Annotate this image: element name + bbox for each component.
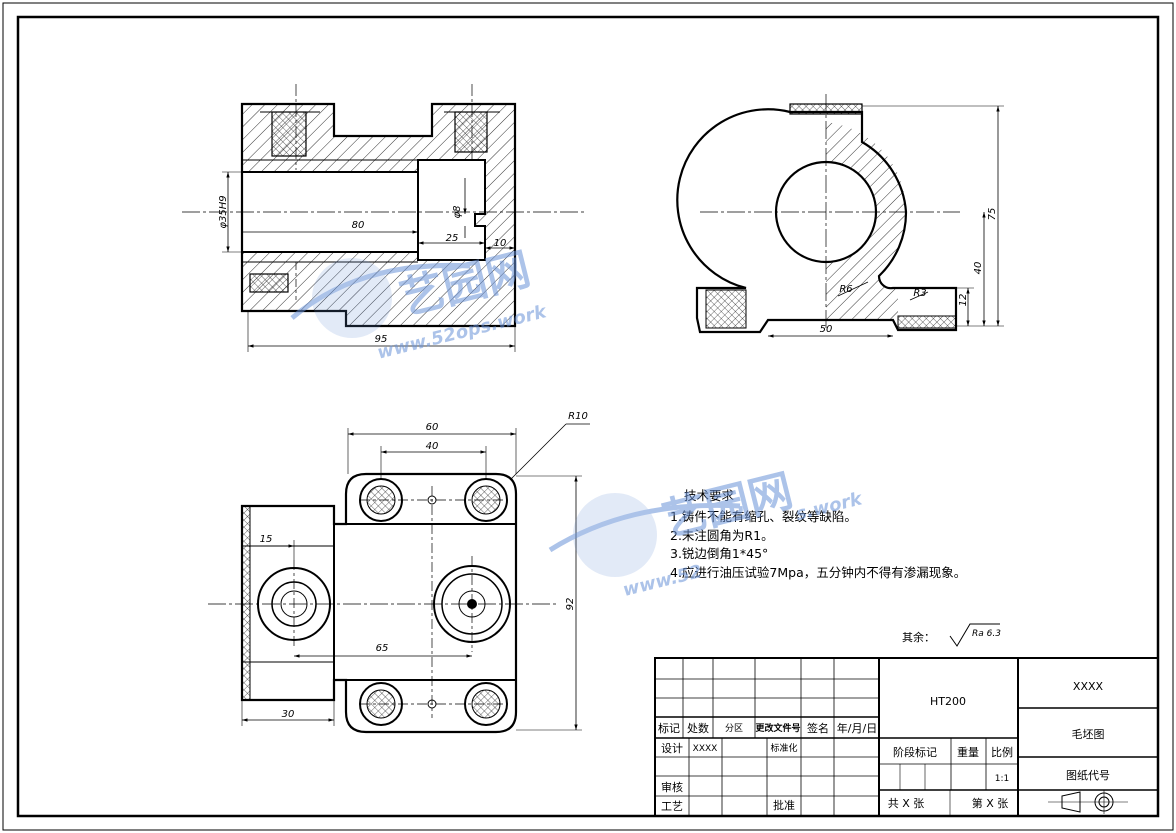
tb-scale-label: 比例 — [991, 745, 1013, 759]
sheet-inner-border — [16, 15, 1160, 818]
bolt-hole-bottom-right — [464, 682, 508, 726]
tb-header-change-doc: 更改文件号 — [755, 722, 800, 734]
title-block-text: 标记 处数 分区 更改文件号 签名 年/月/日 设计 XXXX 标准化 审核 工… — [658, 680, 1128, 814]
tb-header-count: 处数 — [687, 722, 709, 735]
tb-header-zone: 分区 — [725, 723, 743, 734]
leader-r10 — [509, 423, 567, 481]
side-left-foot-hole — [705, 289, 747, 329]
dim-30-label: 30 — [282, 709, 295, 720]
front-section-hatch — [242, 104, 515, 243]
dim-92-label: 92 — [565, 598, 576, 611]
bottom-bolt-hole — [249, 273, 289, 293]
front-section-view: φ35H9 80 25 10 φ8 95 — [182, 84, 585, 352]
top-view: R10 60 40 15 65 30 92 — [208, 411, 590, 734]
dim-40-label: 40 — [973, 262, 984, 275]
roughness-symbol-icon — [949, 623, 1000, 647]
tb-header-sign: 签名 — [807, 721, 829, 735]
tb-review-label: 审核 — [661, 780, 683, 794]
surface-finish-label: 其余： — [902, 630, 935, 644]
top-bolt-hole-right — [454, 111, 488, 153]
tb-material: HT200 — [930, 695, 966, 708]
front-section-outline — [240, 102, 517, 328]
tb-header-date: 年/月/日 — [837, 721, 877, 735]
top-bolt-hole-left — [271, 111, 307, 157]
tb-design-label: 设计 — [661, 742, 683, 755]
dim-12-label: 12 — [958, 294, 969, 307]
tb-approve-label: 批准 — [773, 798, 795, 812]
dim-50-label: 50 — [820, 324, 833, 335]
dim-r3-label: R3 — [913, 288, 926, 299]
side-section-hatch — [826, 122, 907, 320]
top-view-left-strip — [241, 505, 251, 701]
surface-finish-value: Ra 6.3 — [972, 629, 1001, 639]
tb-standardize-label: 标准化 — [770, 742, 797, 754]
dim-95-label: 95 — [375, 334, 388, 345]
tech-req-item-2: 2.未注圆角为R1。 — [670, 528, 774, 543]
tb-header-mark: 标记 — [658, 721, 680, 735]
dim-r10-label: R10 — [568, 411, 588, 422]
watermark-globe-icon-2 — [548, 493, 741, 577]
side-view: 75 40 12 50 R6 R3 — [676, 94, 1004, 338]
side-right-foot-hole — [897, 315, 957, 329]
dim-15-label: 15 — [260, 534, 273, 545]
tb-drawing-name: 毛坯图 — [1072, 728, 1105, 741]
dim-65-label: 65 — [376, 643, 389, 654]
dim-40-top-label: 40 — [426, 441, 439, 452]
technical-requirements: 技术要求 1.铸件不能有缩孔、裂纹等缺陷。 2.未注圆角为R1。 3.锐边倒角1… — [670, 488, 966, 580]
tb-sheet-number: 第 X 张 — [972, 796, 1009, 810]
dim-10-label: 10 — [494, 238, 507, 249]
tb-scale-value: 1:1 — [995, 774, 1009, 784]
tech-req-title: 技术要求 — [684, 488, 735, 503]
tb-designer: XXXX — [693, 744, 718, 754]
watermark-2: 艺园网 www.52 s.work — [548, 465, 865, 601]
dim-phi8-label: φ8 — [452, 206, 463, 219]
watermark-globe-icon — [290, 258, 471, 338]
tech-req-item-3: 3.锐边倒角1*45° — [670, 546, 768, 561]
projection-symbol-icon — [1048, 790, 1128, 814]
tech-req-item-1: 1.铸件不能有缩孔、裂纹等缺陷。 — [670, 509, 857, 524]
title-block — [654, 657, 1159, 817]
dim-25-label: 25 — [446, 233, 459, 244]
dim-80-label: 80 — [352, 220, 365, 231]
tb-process-label: 工艺 — [661, 800, 683, 813]
tb-stage-label: 阶段标记 — [893, 745, 937, 759]
top-view-outline — [240, 472, 518, 734]
tb-drawing-code-label: 图纸代号 — [1066, 769, 1110, 782]
tb-sheets-total: 共 X 张 — [888, 797, 925, 810]
tb-company: XXXX — [1073, 680, 1104, 693]
front-pocket — [417, 159, 486, 261]
tech-req-item-4: 4.应进行油压试验7Mpa，五分钟内不得有渗漏现象。 — [670, 565, 966, 580]
dim-r6-label: R6 — [839, 284, 852, 295]
dim-75-label: 75 — [987, 208, 998, 221]
dim-60-label: 60 — [426, 422, 439, 433]
surface-finish: 其余： Ra 6.3 — [902, 623, 1001, 647]
tb-weight-label: 重量 — [957, 745, 979, 759]
dim-bore-label: φ35H9 — [218, 195, 229, 228]
